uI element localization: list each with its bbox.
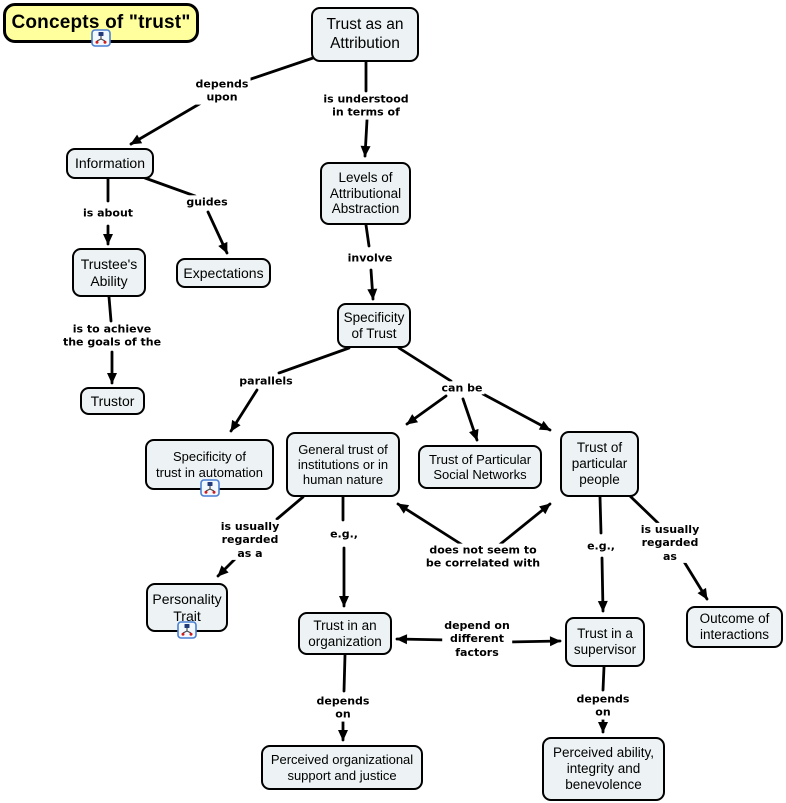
connector-line	[405, 394, 448, 426]
connector-line	[342, 653, 347, 693]
connector-line	[597, 556, 608, 613]
link-label-can-be[interactable]: can be	[439, 381, 485, 395]
connector-line	[229, 388, 259, 433]
connector-line	[481, 392, 552, 432]
connector-line	[129, 101, 203, 146]
link-label-depends-upon[interactable]: depends upon	[193, 77, 251, 105]
connector-line	[143, 176, 197, 198]
connector-line	[206, 210, 229, 255]
node-label: Specificity of Trust	[343, 309, 405, 341]
cmap-resource-icon[interactable]	[199, 479, 220, 497]
node-perceived-ability-integrity-benevolence[interactable]: Perceived ability, integrity and benevol…	[542, 737, 665, 801]
connector-line	[397, 346, 453, 383]
link-label-depends-on-org[interactable]: depends on	[314, 694, 372, 722]
node-information[interactable]: Information	[66, 148, 154, 179]
connector-line	[275, 495, 305, 521]
link-label-is-usually-regarded-as[interactable]: is usually regarded as	[638, 522, 702, 564]
node-levels-of-attributional-abstraction[interactable]: Levels of Attributional Abstraction	[320, 162, 411, 225]
link-label-guides[interactable]: guides	[184, 195, 230, 209]
node-label: General trust of institutions or in huma…	[297, 441, 389, 488]
link-label-depend-on-different-factors[interactable]: depend on different factors	[442, 618, 512, 660]
node-label: Trust in an organization	[308, 617, 382, 649]
node-label: Specificity of trust in automation	[156, 449, 263, 480]
link-label-is-about[interactable]: is about	[80, 206, 136, 220]
node-label: Trust as an Attribution	[326, 16, 404, 52]
cmap-resource-icon[interactable]	[91, 29, 111, 47]
connector-line	[395, 634, 451, 645]
node-label: Trustor	[90, 392, 135, 409]
connector-line	[496, 502, 552, 548]
link-label-involve[interactable]: involve	[345, 251, 395, 265]
connector-line	[598, 495, 603, 535]
node-label: Trust of particular people	[571, 440, 628, 487]
cmap-resource-icon[interactable]	[177, 621, 197, 639]
link-label-does-not-seem-correlated[interactable]: does not seem to be correlated with	[423, 543, 543, 571]
node-trust-of-particular-people[interactable]: Trust of particular people	[560, 431, 639, 497]
node-label: Perceived organizational support and jus…	[270, 752, 414, 783]
node-map-title[interactable]: Concepts of "trust"	[3, 3, 199, 47]
node-label: Personality Trait	[152, 590, 222, 624]
link-label-is-to-achieve-the-goals-of-the[interactable]: is to achieve the goals of the	[60, 322, 164, 350]
node-expectations[interactable]: Expectations	[176, 258, 271, 288]
node-label: Trustee's Ability	[80, 255, 138, 289]
node-trust-in-an-organization[interactable]: Trust in an organization	[298, 612, 392, 655]
node-general-trust-of-institutions[interactable]: General trust of institutions or in huma…	[286, 432, 400, 497]
connector-line	[216, 557, 237, 578]
connector-line	[628, 494, 660, 525]
connector-line	[601, 665, 606, 692]
connector-line	[246, 56, 315, 82]
node-label: Levels of Attributional Abstraction	[329, 169, 402, 217]
node-specificity-of-trust[interactable]: Specificity of Trust	[337, 303, 411, 348]
connector-line	[364, 223, 371, 248]
connector-line	[461, 397, 479, 442]
connector-line	[277, 346, 351, 375]
link-label-parallels[interactable]: parallels	[237, 374, 295, 388]
connector-line	[107, 295, 113, 323]
connector-line	[360, 118, 371, 158]
node-trustor[interactable]: Trustor	[80, 387, 145, 415]
node-personality-trait[interactable]: Personality Trait	[146, 583, 228, 639]
node-label: Concepts of "trust"	[11, 11, 191, 33]
connector-line	[505, 636, 562, 647]
link-label-is-usually-regarded-as-a[interactable]: is usually regarded as a	[218, 519, 282, 561]
node-label: Information	[74, 155, 146, 172]
node-specificity-of-trust-in-automation[interactable]: Specificity of trust in automation	[145, 439, 274, 497]
node-label: Perceived ability, integrity and benevol…	[552, 745, 655, 792]
link-label-depends-on-sup[interactable]: depends on	[574, 692, 632, 720]
node-trust-in-a-supervisor[interactable]: Trust in a supervisor	[565, 617, 645, 667]
node-perceived-organizational-support[interactable]: Perceived organizational support and jus…	[261, 745, 423, 790]
node-trust-as-an-attribution[interactable]: Trust as an Attribution	[311, 7, 419, 62]
link-label-eg-right[interactable]: e.g.,	[585, 539, 617, 553]
connector-line	[367, 268, 378, 301]
link-label-eg-left[interactable]: e.g.,	[328, 527, 360, 541]
node-outcome-of-interactions[interactable]: Outcome of interactions	[686, 606, 783, 648]
node-label: Expectations	[183, 264, 264, 281]
connector-line	[681, 558, 709, 601]
link-label-is-understood-in-terms-of[interactable]: is understood in terms of	[321, 92, 411, 120]
node-label: Outcome of interactions	[699, 611, 770, 642]
node-label: Trust in a supervisor	[573, 626, 637, 657]
node-trustees-ability[interactable]: Trustee's Ability	[72, 248, 146, 297]
node-label: Trust of Particular Social Networks	[428, 451, 532, 482]
connector-line	[396, 502, 466, 548]
node-trust-of-particular-social-networks[interactable]: Trust of Particular Social Networks	[418, 445, 542, 489]
